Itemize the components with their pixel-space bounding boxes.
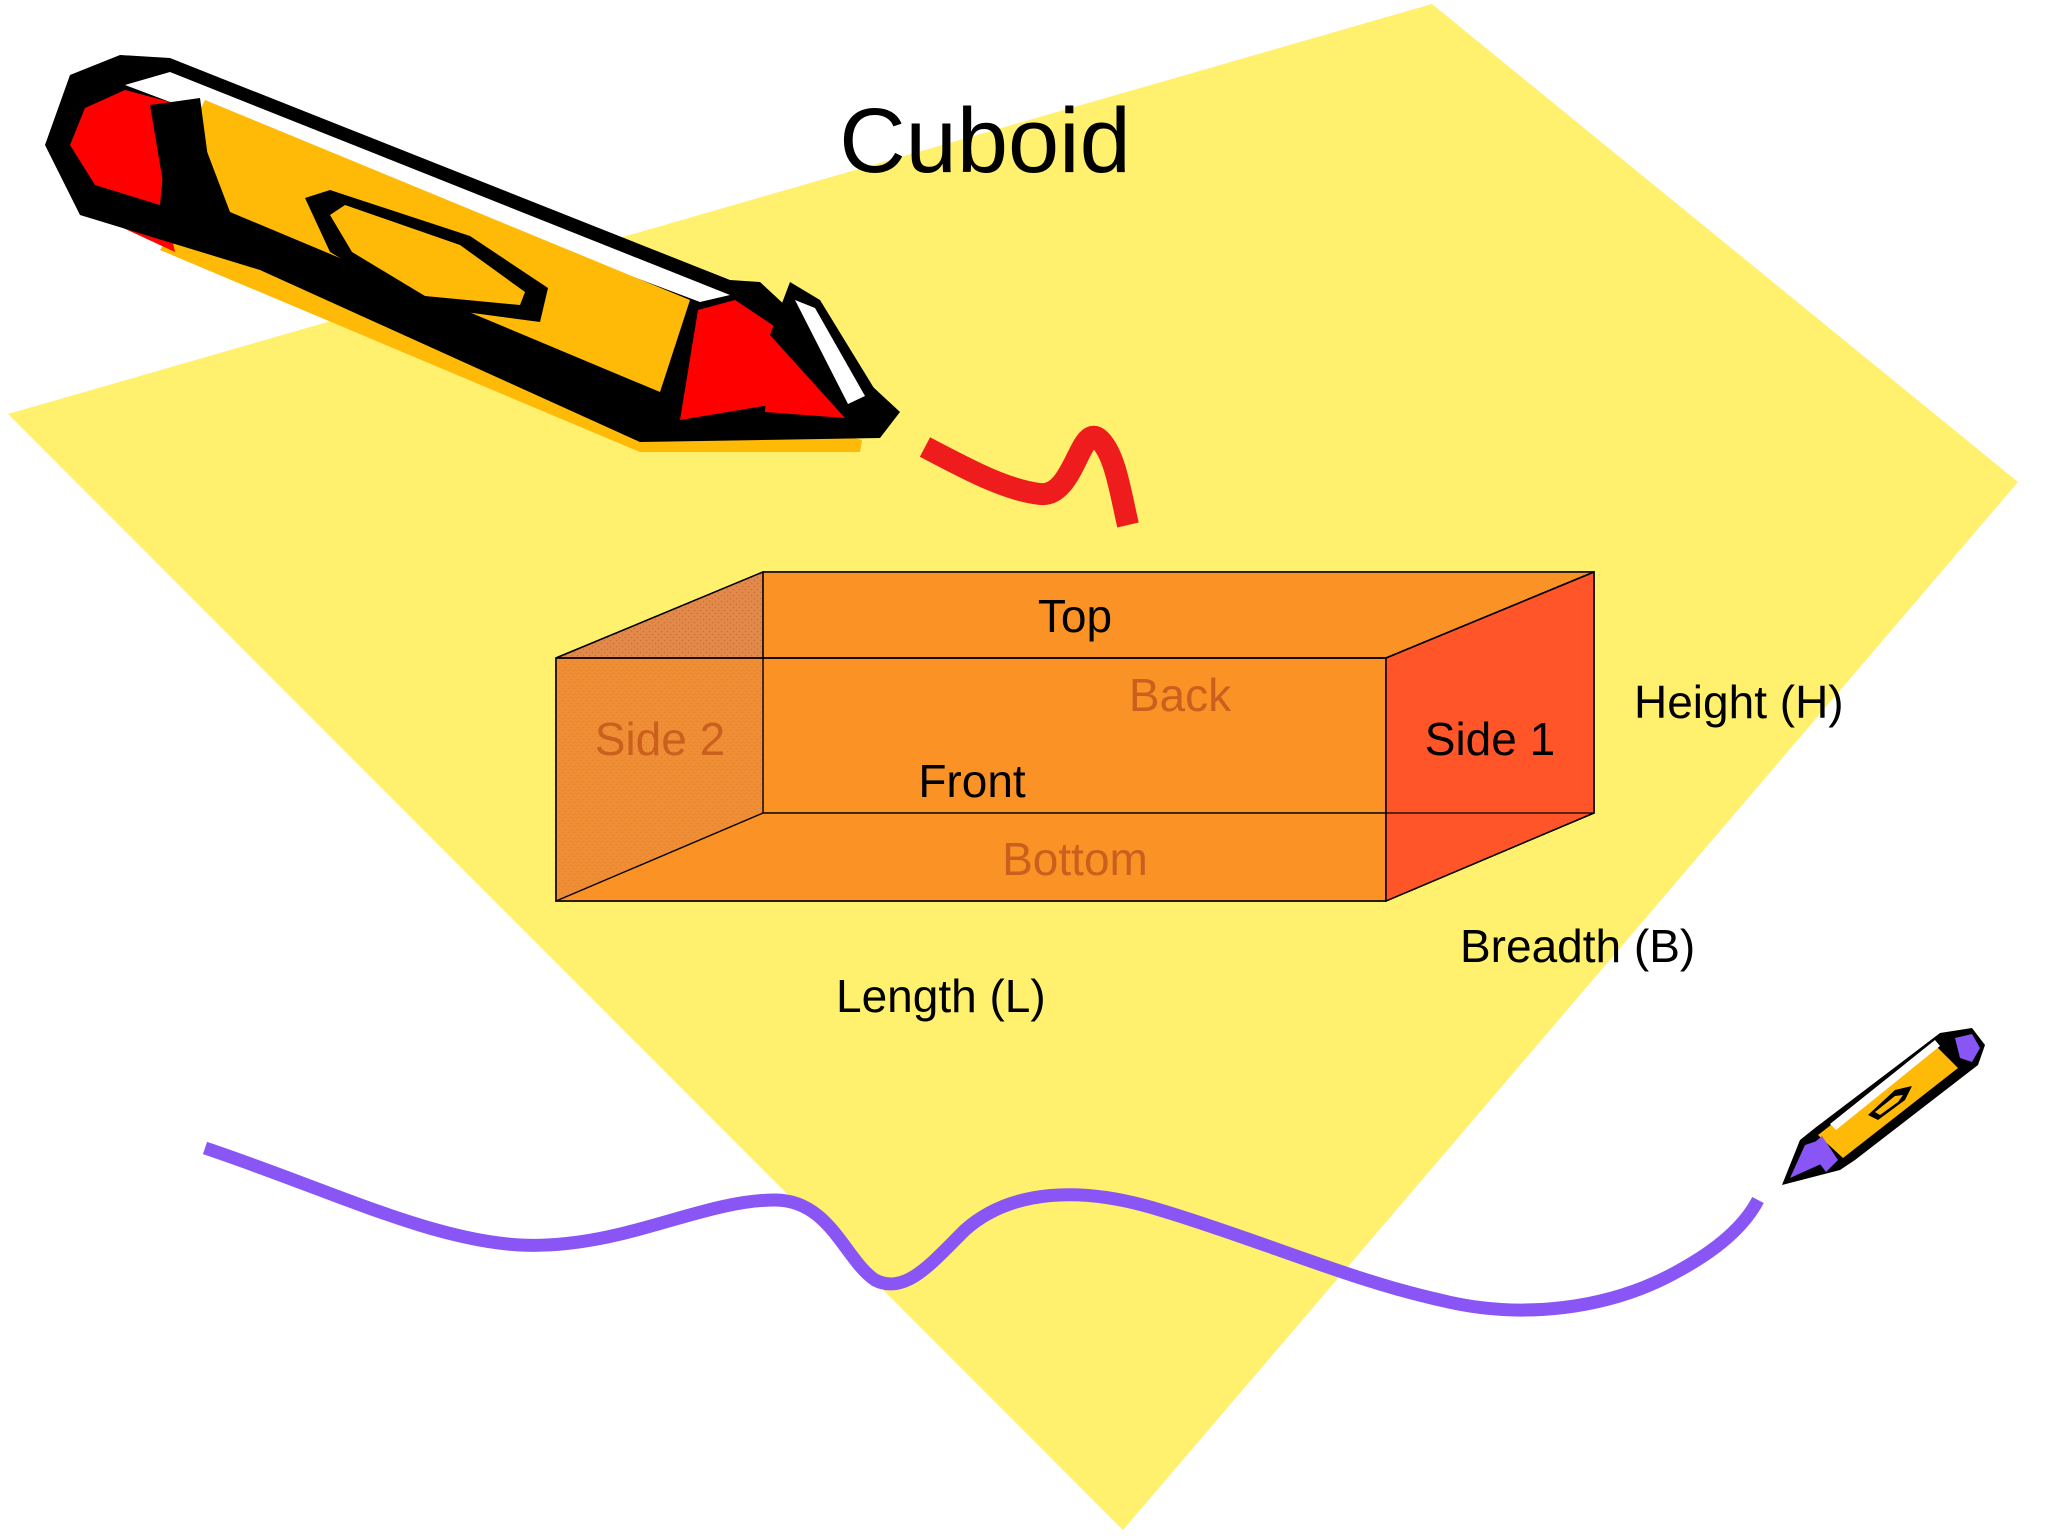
cuboid-diagram [555,570,1595,903]
label-length: Length (L) [836,970,1046,1022]
label-side1: Side 1 [1425,713,1555,765]
label-height: Height (H) [1634,676,1844,728]
red-scribble-line [919,425,1139,528]
label-side2: Side 2 [595,713,725,765]
page-title: Cuboid [839,90,1131,192]
label-front: Front [918,755,1026,807]
label-bottom: Bottom [1002,833,1148,885]
large-pencil-icon [45,55,900,452]
small-pencil-icon [1782,1028,1985,1185]
label-back: Back [1129,669,1232,721]
purple-scribble-line [202,1141,1764,1317]
label-top: Top [1038,590,1112,642]
label-breadth: Breadth (B) [1460,920,1695,972]
